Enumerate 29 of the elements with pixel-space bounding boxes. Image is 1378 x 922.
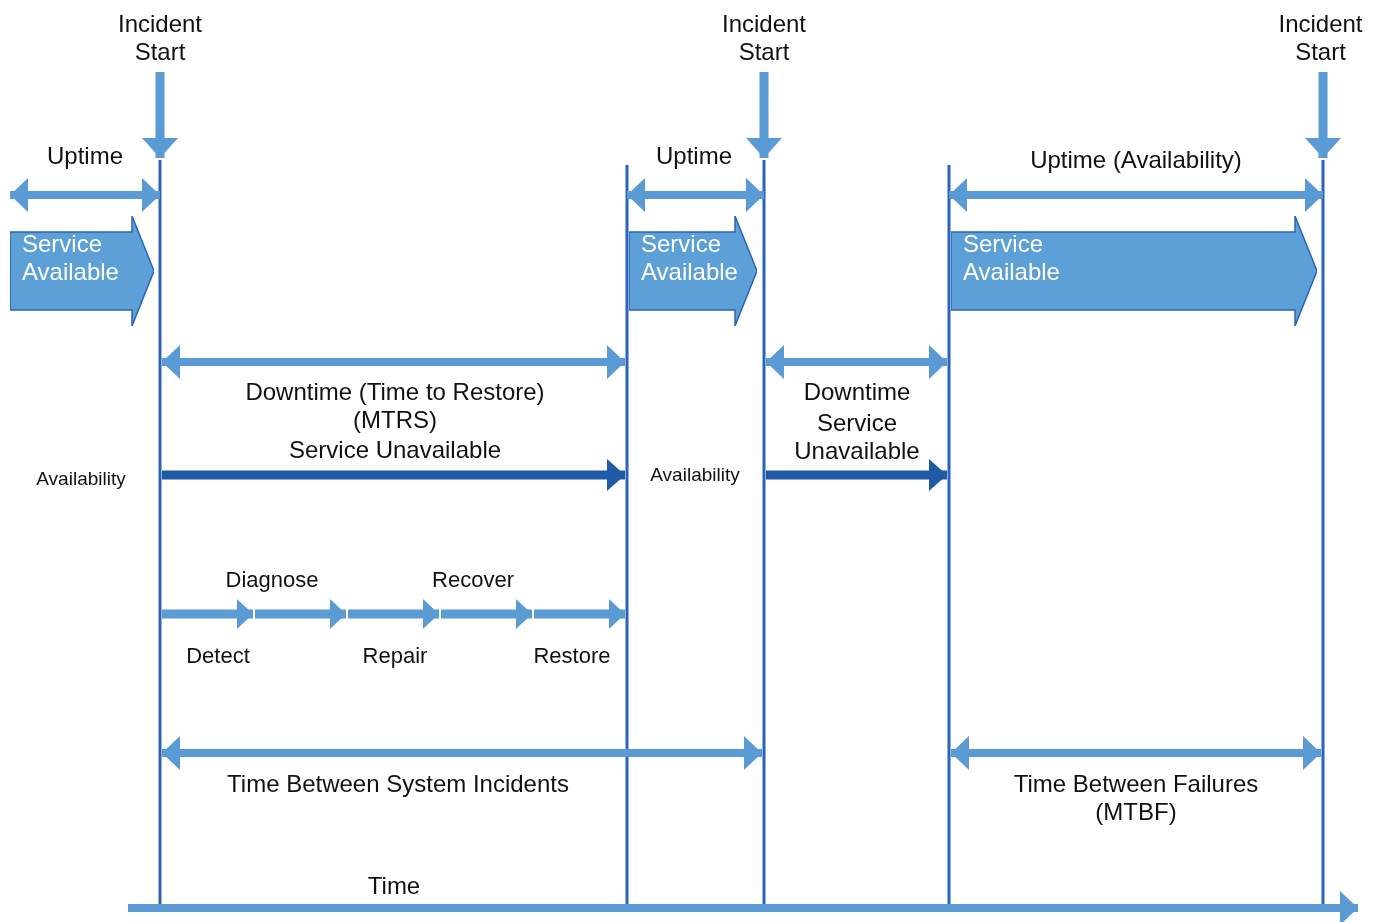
arrow [1305, 72, 1341, 158]
timeline-label: Uptime (Availability) [1030, 146, 1242, 174]
timeline-label: Time Between Failures (MTBF) [1012, 770, 1260, 826]
timeline-label: Diagnose [225, 566, 319, 594]
arrow [746, 72, 782, 158]
arrow [142, 72, 178, 158]
timeline-label: Repair [362, 642, 428, 670]
timeline-label: Time [367, 872, 421, 900]
timeline-label: Time Between System Incidents [227, 770, 569, 798]
incident-start-label: Incident Start [100, 10, 220, 66]
incident-start-label: Incident Start [1263, 10, 1378, 66]
block-arrow-text: Service Available [22, 230, 120, 286]
incident-start-label: Incident Start [704, 10, 824, 66]
timeline-label: Service Unavailable [793, 409, 921, 465]
block-arrow-text: Service Available [963, 230, 1061, 286]
block-arrow [629, 216, 757, 326]
timeline-label: Downtime [803, 378, 911, 406]
block-arrow [951, 216, 1317, 326]
timeline-label: Detect [186, 642, 250, 670]
timeline-label: Uptime [656, 142, 732, 170]
timeline-label: Uptime [47, 142, 123, 170]
block-arrow-text: Service Available [641, 230, 739, 286]
timeline-label: Downtime (Time to Restore) (MTRS) [244, 378, 546, 434]
timeline-label: Service Unavailable [288, 436, 502, 464]
timeline-label: Restore [533, 642, 611, 670]
block-arrow [10, 216, 154, 326]
timeline-label: Availability [650, 463, 740, 487]
timeline-label: Recover [432, 566, 514, 594]
timeline-label: Availability [36, 467, 126, 491]
